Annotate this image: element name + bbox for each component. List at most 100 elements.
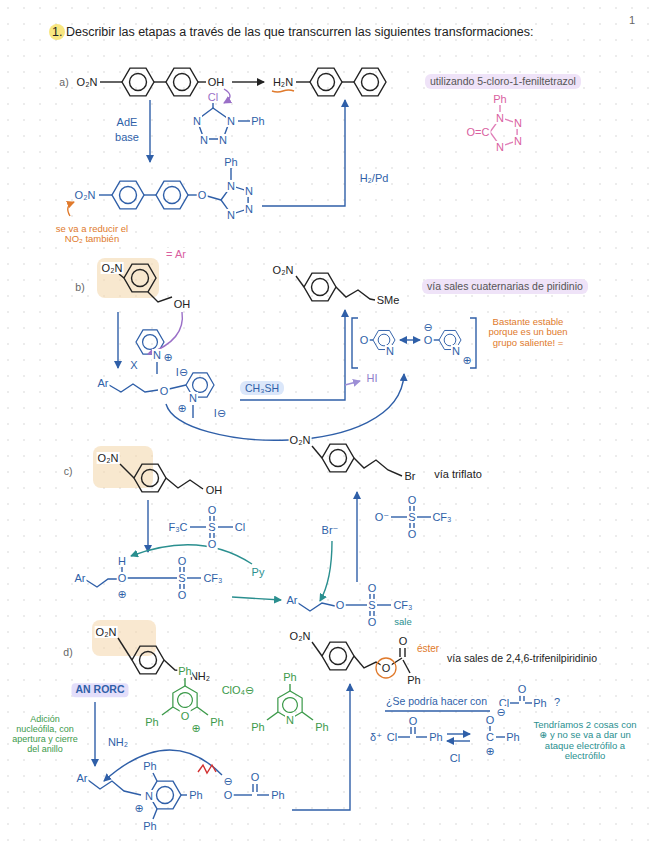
svg-line: [233, 794, 252, 795]
text-label: ⊕: [484, 745, 495, 757]
svg-use: [310, 68, 342, 96]
text-label: O: [207, 538, 218, 550]
svg-line: [257, 794, 269, 795]
text-label: ⊕: [190, 722, 201, 734]
text-label: vía sales de 2,4,6-trifenilpiridinio: [446, 653, 598, 665]
svg-line: [496, 736, 505, 737]
text-label: N: [495, 112, 505, 124]
text-label: Ph: [177, 665, 192, 677]
text-label: O: [367, 582, 378, 594]
teal-arrows: [131, 541, 332, 601]
svg-path: [352, 318, 358, 368]
text-label: Cl: [234, 521, 246, 533]
text-label: ⊖: [222, 775, 233, 787]
svg-line: [184, 678, 185, 686]
text-label: O₂N: [101, 262, 124, 274]
text-label: Cl: [386, 731, 398, 743]
node-text: CH₃SH: [245, 382, 279, 395]
text-label: N: [451, 345, 461, 357]
text-label: N: [244, 185, 254, 197]
text-label: N: [285, 714, 295, 726]
text-label: O: [177, 555, 188, 567]
text-label: Ph: [406, 674, 421, 686]
structure-d-blue: [88, 684, 532, 819]
svg-polyline: [86, 579, 117, 587]
highlight-box: utilizando 5-cloro-1-feniltetrazol: [425, 74, 581, 89]
text-label: Ph: [250, 115, 265, 127]
svg-polyline: [88, 780, 141, 795]
svg-line: [190, 526, 206, 527]
svg-line: [218, 526, 233, 527]
text-label: O₂N: [95, 626, 118, 638]
svg-line: [404, 648, 405, 657]
svg-use: [166, 68, 198, 96]
text-label: Ph: [250, 721, 265, 733]
text-label: HI: [366, 372, 379, 384]
note-text: Tendríamos 2 cosas con ⊕ y no se va a da…: [529, 720, 641, 762]
text-label: O: [485, 714, 496, 726]
svg-line: [156, 362, 157, 374]
text-label: Br⁻: [321, 524, 340, 536]
svg-line: [289, 684, 290, 691]
svg-use: [156, 181, 188, 209]
beige-highlights: [92, 258, 159, 656]
svg-rect: [97, 258, 159, 298]
text-label: Ar: [74, 572, 87, 584]
text-label: Ph: [428, 731, 443, 743]
text-label: Ph: [223, 156, 238, 168]
svg-use: [134, 464, 166, 492]
svg-line: [119, 274, 124, 278]
text-label: AdE: [116, 116, 139, 128]
svg-polyline: [354, 458, 402, 476]
svg-line: [510, 702, 519, 703]
text-label: O: [197, 189, 208, 201]
svg-line: [188, 194, 197, 195]
svg-line: [398, 736, 410, 737]
text-label: ⊕: [133, 802, 144, 814]
svg-line: [499, 105, 500, 112]
svg-line: [232, 81, 264, 82]
text-label: O: [359, 334, 370, 346]
text-label: ClO₄⊖: [221, 684, 256, 696]
svg-line: [147, 500, 148, 552]
svg-use: [322, 642, 354, 670]
svg-line: [377, 604, 391, 605]
structure-d: [118, 638, 410, 674]
text-label: N: [188, 392, 198, 404]
text-label: ⊕: [176, 402, 187, 414]
text-label: O₂N: [74, 189, 97, 201]
text-label: N: [385, 345, 395, 357]
text-label: O₂N: [272, 264, 295, 276]
text-label: N: [192, 115, 202, 127]
svg-polyline: [240, 310, 345, 400]
svg-line: [169, 385, 186, 389]
svg-line: [447, 740, 470, 741]
svg-use: [132, 646, 164, 674]
svg-line: [312, 446, 322, 458]
text-label: O: [180, 710, 191, 722]
text-label: ⊖: [422, 321, 433, 333]
text-label: b): [74, 282, 85, 294]
svg-line: [187, 577, 201, 578]
svg-line: [342, 81, 354, 82]
text-label: N: [513, 117, 523, 129]
curved-arrow: [148, 312, 182, 354]
svg-line: [256, 784, 257, 792]
text-label: H₂N: [272, 76, 294, 88]
svg-line: [302, 712, 313, 720]
structure-c: [120, 444, 402, 492]
text-label: Cl: [449, 752, 461, 764]
svg-line: [345, 604, 367, 605]
svg-line: [391, 658, 402, 665]
text-label: ¿Se podría hacer con: [385, 696, 488, 708]
svg-polyline: [109, 384, 158, 392]
text-label: CF₃: [392, 599, 413, 611]
svg-line: [232, 597, 281, 600]
text-label: Ph: [144, 716, 159, 728]
text-label: O: [367, 616, 378, 628]
text-label: I⊖: [175, 366, 189, 378]
text-label: SMe: [376, 294, 401, 306]
text-label: ⊕: [162, 351, 173, 363]
svg-polyline: [298, 603, 335, 611]
svg-use: [122, 68, 154, 96]
